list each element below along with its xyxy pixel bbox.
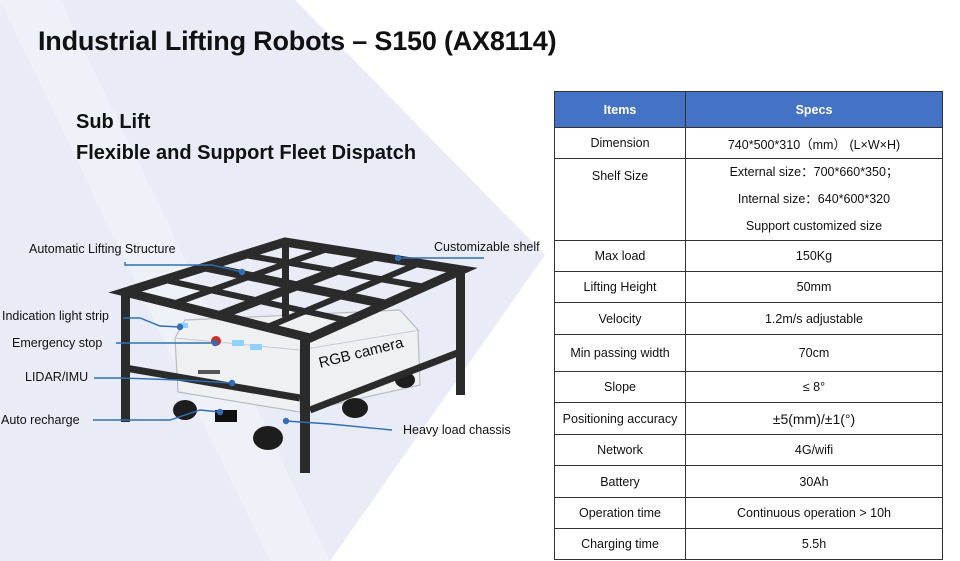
item-cell: Dimension (554, 127, 686, 159)
table-row: Charging time 5.5h (554, 528, 943, 560)
spec-cell: External size：700*660*350； Internal size… (685, 158, 943, 241)
table-row: Dimension 740*500*310（mm） (L×W×H) (554, 127, 943, 159)
item-cell: Charging time (554, 528, 686, 560)
spec-cell: 1.2m/s adjustable (685, 302, 943, 335)
header-items: Items (554, 91, 686, 128)
item-cell: Min passing width (554, 334, 686, 372)
spec-cell: 740*500*310（mm） (L×W×H) (685, 127, 943, 159)
item-cell: Max load (554, 240, 686, 272)
shelf-external-size: External size：700*660*350； (729, 165, 899, 179)
item-cell: Velocity (554, 302, 686, 335)
table-row: Positioning accuracy ±5(mm)/±1(°) (554, 402, 943, 435)
callout-automatic-lifting-structure: Automatic Lifting Structure (29, 242, 176, 256)
table-row: Operation time Continuous operation > 10… (554, 497, 943, 529)
table-row: Battery 30Ah (554, 465, 943, 498)
callout-lidar-imu: LIDAR/IMU (25, 370, 89, 384)
item-cell: Positioning accuracy (554, 402, 686, 435)
table-row: Lifting Height 50mm (554, 271, 943, 303)
spec-cell: 150Kg (685, 240, 943, 272)
callout-customizable-shelf: Customizable shelf (434, 240, 540, 254)
table-row: Max load 150Kg (554, 240, 943, 272)
page-title: Industrial Lifting Robots – S150 (AX8114… (38, 26, 557, 56)
spec-cell: 4G/wifi (685, 434, 943, 466)
spec-cell: ≤ 8° (685, 371, 943, 403)
header-specs: Specs (685, 91, 943, 128)
table-row: Network 4G/wifi (554, 434, 943, 466)
table-row: Min passing width 70cm (554, 334, 943, 372)
item-cell: Slope (554, 371, 686, 403)
item-cell: Shelf Size (554, 158, 686, 241)
item-cell: Battery (554, 465, 686, 498)
shelf-internal-size: Internal size：640*600*320 (737, 192, 891, 206)
item-cell: Lifting Height (554, 271, 686, 303)
callout-emergency-stop: Emergency stop (12, 336, 103, 350)
spec-cell: ±5(mm)/±1(°) (685, 402, 943, 435)
subtitle-line-2: Flexible and Support Fleet Dispatch (76, 142, 417, 164)
shelf-customized: Support customized size (745, 219, 883, 233)
spec-cell: 5.5h (685, 528, 943, 560)
spec-cell: Continuous operation > 10h (685, 497, 943, 529)
callout-auto-recharge: Auto recharge (1, 413, 80, 427)
specs-header-row: Items Specs (554, 91, 943, 128)
callout-heavy-load-chassis: Heavy load chassis (403, 423, 511, 437)
table-row: Slope ≤ 8° (554, 371, 943, 403)
callout-indication-light-strip: Indication light strip (2, 309, 110, 323)
table-row: Velocity 1.2m/s adjustable (554, 302, 943, 335)
spec-cell: 50mm (685, 271, 943, 303)
table-row: Shelf Size External size：700*660*350； In… (554, 158, 943, 241)
spec-cell: 70cm (685, 334, 943, 372)
item-cell: Operation time (554, 497, 686, 529)
spec-cell: 30Ah (685, 465, 943, 498)
specs-table: Items Specs Dimension 740*500*310（mm） (L… (554, 91, 943, 560)
item-cell: Network (554, 434, 686, 466)
subtitle-line-1: Sub Lift (76, 111, 151, 133)
